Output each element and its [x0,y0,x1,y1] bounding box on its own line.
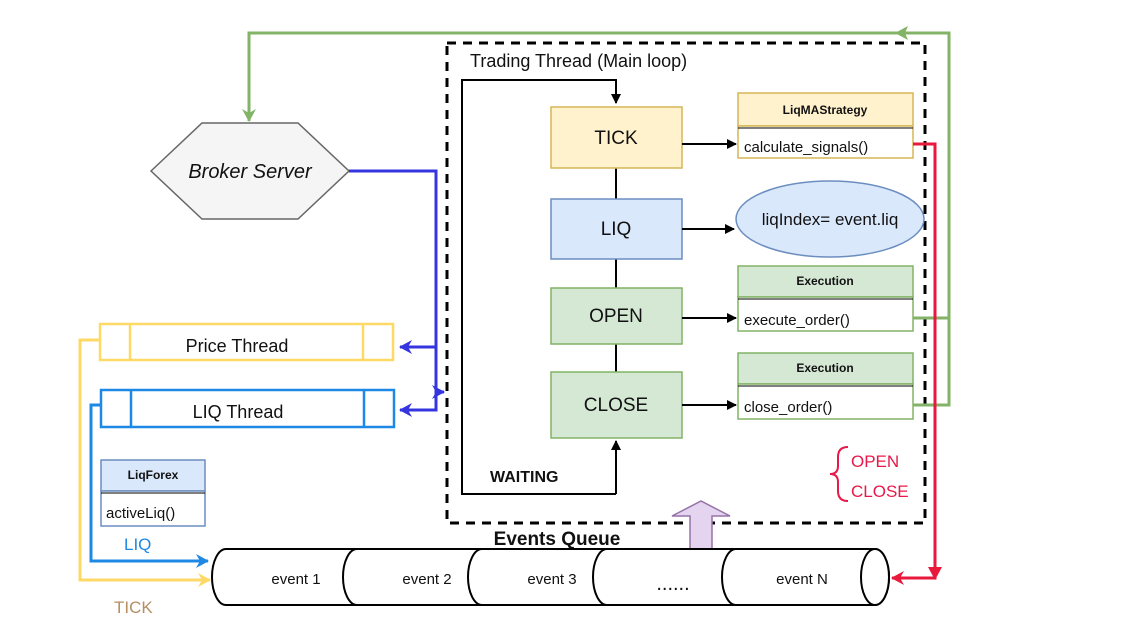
liq-index-ellipse [735,180,925,258]
queue-separator-4 [721,548,737,606]
liqforex-class-method: activeLiq() [106,505,175,522]
liq-thread-box [99,388,396,429]
price-thread-label: Price Thread [186,336,289,356]
signals-to-queue-arrow [891,142,937,585]
execution-open-name: Execution [796,274,853,288]
events-queue-end-cap [860,548,890,606]
strategy-class-method: calculate_signals() [744,139,868,156]
liq-thread-label: LIQ Thread [193,402,284,422]
queue-separator-1 [342,548,358,606]
execution-close-body [737,383,914,420]
green-top-arrowhead [895,26,908,40]
brace-close-label: CLOSE [851,482,909,501]
queue-separator-3 [592,548,608,606]
execution-close-header [737,352,914,385]
execution-open-method: execute_order() [744,312,850,329]
liq-thread-to-queue-arrow [89,403,209,568]
state-open-box [550,287,683,345]
execution-close-method: close_order() [744,399,832,416]
events-queue-title: Events Queue [494,529,621,550]
broker-to-liq-thread-arrow [349,169,438,417]
execution-open-header [737,265,914,298]
brace-open-label: OPEN [851,452,899,471]
liqforex-class-name: LiqForex [128,468,179,482]
queue-cell-5: event N [776,571,828,588]
state-liq-label: LIQ [601,219,632,240]
strategy-class-body [737,125,914,159]
queue-cell-3: event 3 [527,571,576,588]
state-tick-label: TICK [594,128,638,149]
signals-red-arrowhead [928,567,942,580]
execution-close-name: Execution [796,361,853,375]
execution-open-body [737,296,914,332]
price-thread-to-queue-arrow [78,338,211,587]
broker-server-label: Broker Server [188,161,313,183]
strategy-class-name: LiqMAStrategy [783,103,868,117]
queue-to-loop-arrow [671,500,731,550]
waiting-label: WAITING [490,469,558,486]
loop-return-arrow [461,79,621,495]
liq-index-label: liqIndex= event.liq [762,210,899,229]
queue-separator-2 [467,548,483,606]
price-thread-box [98,322,395,362]
state-close-label: CLOSE [584,395,648,416]
queue-cell-2: event 2 [402,571,451,588]
liqforex-class-header [100,459,206,492]
execution-to-broker-arrow [242,31,951,320]
edge-label-liq: LIQ [124,535,151,554]
main-loop-title: Trading Thread (Main loop) [470,51,687,71]
events-queue: event 1 event 2 event 3 ...... event N [211,548,890,606]
queue-cell-4: ...... [656,573,689,595]
execution-close-to-green-line [913,318,951,407]
signal-brace [829,446,849,502]
state-tick-box [550,106,683,169]
state-liq-box [550,198,683,260]
liqforex-class-body [100,490,206,527]
queue-cell-1: event 1 [271,571,320,588]
state-open-label: OPEN [589,306,643,327]
edge-label-tick: TICK [114,598,153,617]
